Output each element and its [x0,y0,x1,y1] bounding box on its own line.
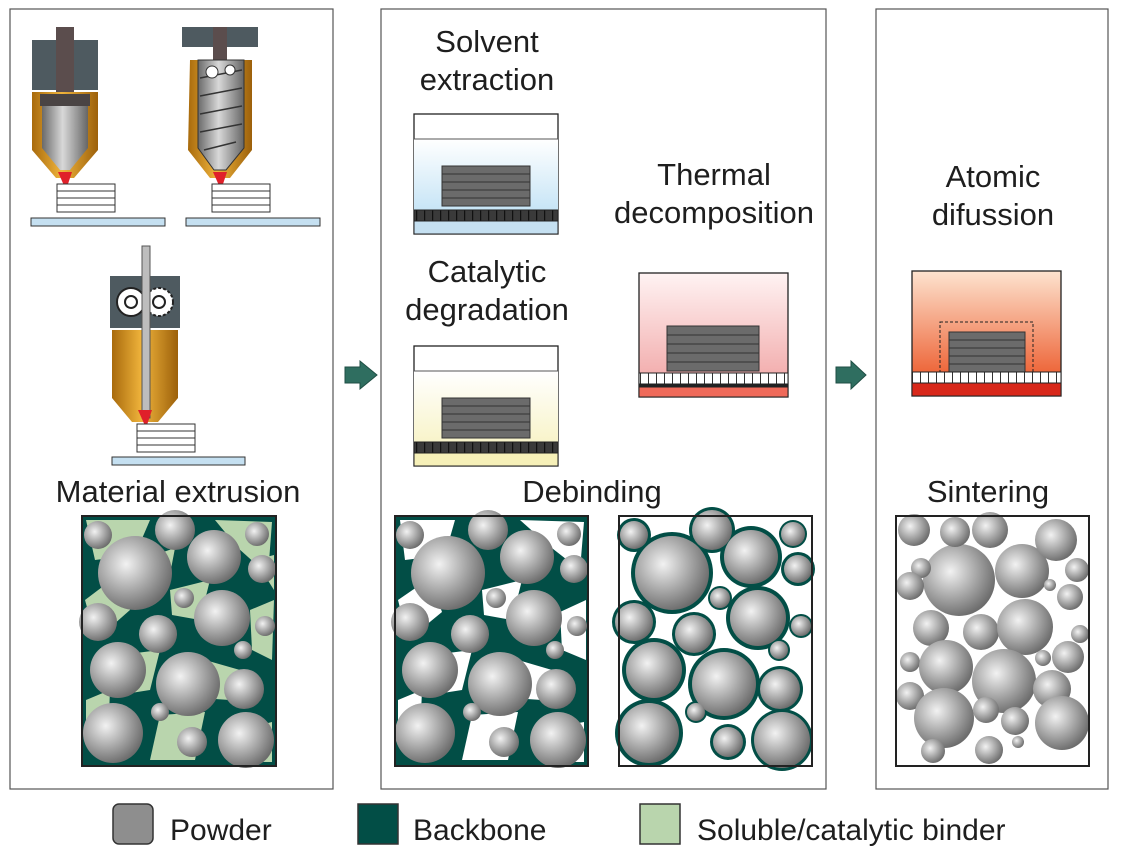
solvent-label-line2: extraction [420,62,554,97]
sintering-label: Sintering [927,474,1049,509]
solvent-bath-vessel [413,113,559,235]
right-arrow-icon [344,359,378,391]
thermal-furnace-vessel [638,272,789,398]
legend-item-backbone: Backbone [357,803,546,847]
atomic-label-line1: Atomic [946,159,1041,194]
filament-printhead-icon [110,245,180,428]
legend-label-powder: Powder [170,814,272,847]
printed-part-stack [30,183,166,227]
debinding-panel [380,8,827,790]
atomic-label-line2: difussion [932,197,1054,232]
catalytic-label-line2: degradation [405,292,569,327]
legend: Powder Backbone Soluble/catalytic binder [112,803,1006,847]
right-arrow-icon [835,359,867,391]
build-plate [111,456,246,466]
catalytic-label-line1: Catalytic [428,254,547,289]
legend-label-backbone: Backbone [413,814,546,847]
catalytic-chamber-vessel [413,345,559,467]
printed-part-stack [111,423,246,466]
brown-part-microstructure-partial [391,510,589,768]
thermal-label-line2: decomposition [614,195,814,230]
legend-item-powder: Powder [112,803,272,847]
legend-label-binder: Soluble/catalytic binder [697,814,1006,847]
sintering-furnace-vessel [911,270,1062,397]
extrusion-label: Material extrusion [56,474,301,509]
plunger-printhead-icon [32,27,98,190]
extrusion-panel [9,8,334,790]
solvent-label-line1: Solvent [435,24,539,59]
thermal-label-line1: Thermal [657,157,771,192]
backbone-swatch [357,803,399,845]
sintering-panel [875,8,1109,790]
printed-part-stack [185,183,321,227]
debinding-label: Debinding [522,474,662,509]
brown-part-microstructure-thermal [612,507,815,771]
legend-item-binder: Soluble/catalytic binder [639,803,1006,847]
binder-swatch [639,803,681,845]
powder-swatch [112,803,154,845]
green-part-microstructure [79,510,277,768]
sintered-part-microstructure [895,512,1090,767]
screw-printhead-icon [182,27,258,190]
build-plate [30,217,166,227]
build-plate [185,217,321,227]
